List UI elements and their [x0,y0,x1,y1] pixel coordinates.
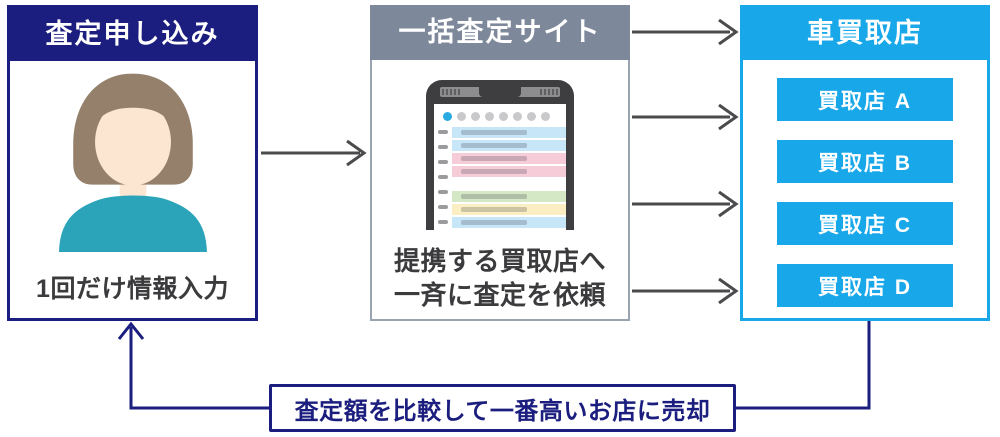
application-caption: 1回だけ情報入力 [36,275,229,303]
bulk-site-caption-line2: 一斉に査定を依頼 [393,280,606,311]
arrow-site-to-shops-3 [632,190,739,218]
applicant-woman-illustration [58,73,207,252]
shop-list: 買取店 A 買取店 B 買取店 C 買取店 D [743,59,987,307]
application-box-title: 査定申し込み [9,7,256,61]
phone-dot [471,112,480,121]
phone-list-spacer [452,179,566,189]
person-shirt [58,195,207,252]
bulk-site-box: 一括査定サイト [370,5,630,321]
arrow-site-to-shops-2 [632,103,739,131]
phone-dot [527,112,536,121]
phone-dot [499,112,508,121]
phone-dot [513,112,522,121]
phone-dot-active [443,112,452,121]
bulk-site-box-body: 提携する買取店へ一斉に査定を依頼 [372,58,628,319]
shops-box-body: 買取店 A 買取店 B 買取店 C 買取店 D [743,59,987,318]
phone-dot [541,112,550,121]
shops-box: 車買取店 買取店 A 買取店 B 買取店 C 買取店 D [740,5,990,321]
application-box: 査定申し込み 1回だけ情報入力 [7,5,258,321]
arrow-site-to-shops-4 [632,277,739,305]
application-box-body: 1回だけ情報入力 [10,60,255,318]
person-face [94,98,171,186]
shop-button-b: 買取店 B [777,140,953,183]
phone-list-row [452,191,566,202]
phone-list-row [452,140,566,151]
person-fringe [86,90,179,139]
phone-list-row [452,127,566,138]
phone-speaker-grill-right [540,89,558,95]
phone-list-row [452,166,566,177]
bulk-site-box-title: 一括査定サイト [370,5,630,60]
arrow-application-to-site [261,139,367,167]
shop-button-a: 買取店 A [777,78,953,121]
sell-comparison-label: 査定額を比較して一番高いお店に売却 [269,384,736,432]
bulk-site-caption: 提携する買取店へ一斉に査定を依頼 [372,245,628,313]
phone-notch [479,86,521,97]
shops-box-title: 車買取店 [742,7,988,60]
phone-list-rail [438,130,448,224]
arrow-site-to-shops-1 [632,18,739,46]
shop-button-c: 買取店 C [777,202,953,245]
phone-dot [485,112,494,121]
phone-screen [434,104,566,230]
phone-list-row [452,217,566,228]
phone-nav-dots [434,104,566,127]
phone-list [434,127,566,228]
bulk-site-caption-line1: 提携する買取店へ [393,246,606,277]
smartphone-illustration [426,80,574,230]
phone-list-row [452,204,566,215]
phone-list-row [452,153,566,164]
shop-button-d: 買取店 D [777,264,953,307]
phone-speaker-grill-left [442,89,460,95]
phone-statusbar [440,86,560,97]
phone-dot [457,112,466,121]
